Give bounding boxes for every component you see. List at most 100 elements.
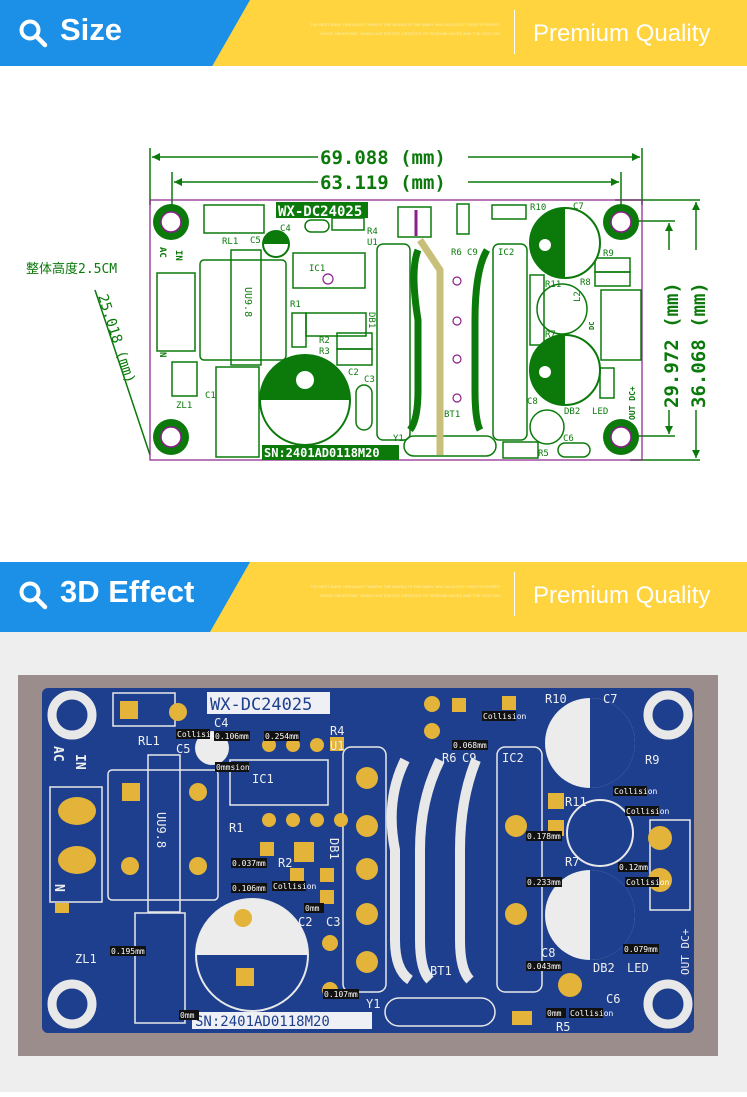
decorative-small-text: THE BEST BASE I BROUGHT THEM IN THE WORL…	[310, 584, 500, 598]
svg-text:R3: R3	[319, 347, 330, 357]
svg-text:C8: C8	[541, 946, 555, 960]
svg-text:C3: C3	[326, 915, 340, 929]
svg-text:R2: R2	[319, 336, 330, 346]
tagline: Premium Quality	[533, 582, 711, 609]
svg-text:RL1: RL1	[222, 237, 238, 247]
svg-text:0mm: 0mm	[180, 1011, 195, 1020]
svg-text:C2: C2	[348, 368, 359, 378]
capacitors	[259, 207, 601, 446]
svg-text:R1: R1	[229, 821, 243, 835]
svg-text:OUT DC+: OUT DC+	[628, 386, 637, 420]
svg-text:BT1: BT1	[444, 410, 460, 420]
svg-text:R7: R7	[545, 330, 556, 340]
svg-text:R6: R6	[451, 248, 462, 258]
svg-text:0.068mm: 0.068mm	[453, 741, 487, 750]
svg-text:0.043mm: 0.043mm	[527, 962, 561, 971]
section-header-size: Size THE BEST BASE I BROUGHT THEM IN THE…	[0, 0, 747, 70]
svg-text:R4: R4	[367, 227, 378, 237]
pcb-3d-render: WX-DC24025 SN:2401AD0118M20 UU9.8 RL1C5 …	[18, 675, 718, 1056]
mounting-holes	[47, 690, 693, 1029]
svg-text:R11: R11	[545, 280, 561, 290]
trace	[417, 238, 444, 455]
inductor-label: UU9.8	[154, 812, 168, 848]
svg-text:C9: C9	[462, 751, 476, 765]
svg-text:R9: R9	[645, 753, 659, 767]
svg-text:L2: L2	[573, 291, 583, 302]
svg-text:BT1: BT1	[430, 964, 452, 978]
svg-text:0.195mm: 0.195mm	[111, 947, 145, 956]
svg-text:R2: R2	[278, 856, 292, 870]
svg-text:0.107mm: 0.107mm	[324, 990, 358, 999]
dimension-hole-width: 63.119 (mm)	[320, 172, 446, 194]
capacitors	[195, 698, 635, 1012]
svg-text:C7: C7	[573, 202, 584, 212]
svg-text:R8: R8	[580, 278, 591, 288]
svg-text:U1: U1	[330, 739, 344, 753]
svg-text:0.254mm: 0.254mm	[265, 732, 299, 741]
svg-text:0.106mm: 0.106mm	[232, 884, 266, 893]
svg-text:Y1: Y1	[393, 434, 404, 444]
svg-text:0.233mm: 0.233mm	[527, 878, 561, 887]
divider	[514, 572, 515, 616]
svg-text:DB1: DB1	[366, 312, 376, 328]
board-serial: SN:2401AD0118M20	[264, 446, 380, 460]
svg-text:C5: C5	[176, 742, 190, 756]
svg-text:R9: R9	[603, 249, 614, 259]
svg-text:C4: C4	[280, 224, 291, 234]
header-blue-tab	[0, 562, 250, 632]
svg-text:ZL1: ZL1	[75, 952, 97, 966]
svg-text:C6: C6	[563, 434, 574, 444]
svg-text:0.037mm: 0.037mm	[232, 859, 266, 868]
svg-text:AC: AC	[157, 247, 167, 258]
svg-text:R4: R4	[330, 724, 344, 738]
svg-text:R1: R1	[290, 300, 301, 310]
pcb-silkscreen-drawing: 69.088 (mm) 63.119 (mm) 29.972 (mm) 36.0…	[26, 147, 710, 461]
svg-text:C6: C6	[606, 992, 620, 1006]
dimension-diagonal: 25.018 (mm)	[94, 292, 138, 385]
svg-text:0mmsion: 0mmsion	[216, 763, 250, 772]
svg-text:N: N	[157, 352, 167, 357]
tagline: Premium Quality	[533, 20, 711, 47]
svg-text:OUT DC+: OUT DC+	[679, 928, 692, 975]
svg-text:AC: AC	[50, 746, 65, 762]
svg-text:LED: LED	[592, 407, 608, 417]
svg-text:IC1: IC1	[309, 264, 325, 274]
pads	[55, 696, 672, 1025]
svg-text:Collision: Collision	[273, 882, 317, 891]
mounting-holes	[153, 204, 639, 455]
svg-text:0mm: 0mm	[547, 1009, 562, 1018]
svg-text:LED: LED	[627, 961, 649, 975]
svg-text:0.178mm: 0.178mm	[527, 832, 561, 841]
svg-text:C3: C3	[364, 375, 375, 385]
svg-text:R10: R10	[545, 692, 567, 706]
svg-text:U1: U1	[367, 238, 378, 248]
svg-text:0.079mm: 0.079mm	[624, 945, 658, 954]
svg-text:0.106mm: 0.106mm	[215, 732, 249, 741]
svg-text:C5: C5	[250, 236, 261, 246]
svg-text:DC: DC	[588, 322, 596, 330]
svg-text:Collision: Collision	[177, 730, 221, 739]
svg-text:Collision: Collision	[614, 787, 658, 796]
svg-text:R7: R7	[565, 855, 579, 869]
svg-text:IC2: IC2	[498, 248, 514, 258]
svg-text:Collision: Collision	[570, 1009, 614, 1018]
dimension-overall-width: 69.088 (mm)	[320, 147, 446, 169]
decorative-small-text: THE BEST BASE I BROUGHT THEM IN THE WORL…	[310, 22, 500, 36]
svg-text:C7: C7	[603, 692, 617, 706]
section-title: 3D Effect	[60, 574, 195, 609]
inductor-label: UU9.8	[242, 287, 253, 317]
svg-text:C2: C2	[298, 915, 312, 929]
svg-text:C9: C9	[467, 248, 478, 258]
svg-text:R5: R5	[556, 1020, 570, 1034]
board-serial: SN:2401AD0118M20	[195, 1014, 330, 1030]
svg-text:Collision: Collision	[626, 878, 670, 887]
svg-text:DB2: DB2	[593, 961, 615, 975]
svg-text:IC1: IC1	[252, 772, 274, 786]
svg-text:IN: IN	[72, 754, 87, 770]
svg-text:Collision: Collision	[626, 807, 670, 816]
svg-text:Collision: Collision	[483, 712, 527, 721]
header-blue-tab	[0, 0, 250, 70]
